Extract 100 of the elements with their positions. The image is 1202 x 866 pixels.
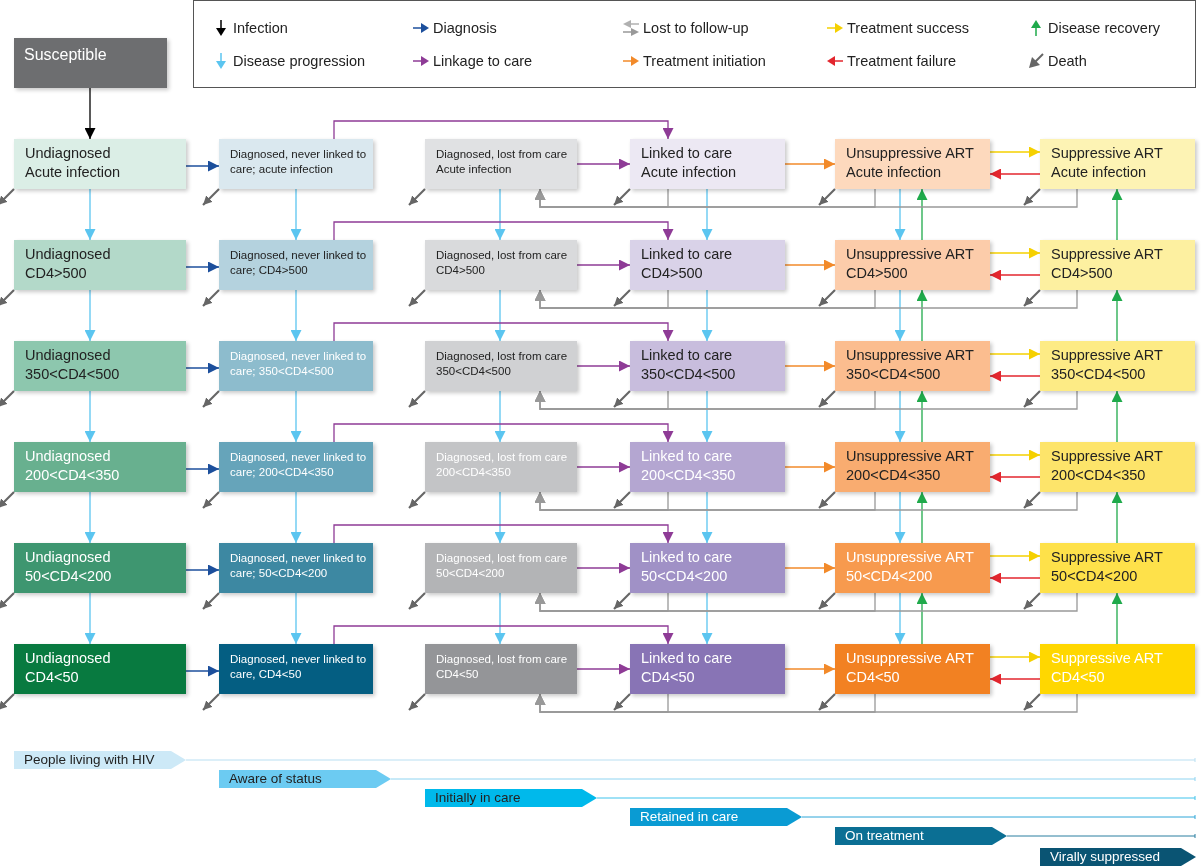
state-box [425, 644, 577, 694]
cascade-band [14, 751, 186, 769]
arrow [84, 390, 96, 443]
arrow [784, 158, 836, 170]
state-label: Diagnosed, never linked to care; 350<CD4<500 [230, 349, 368, 379]
state-label: Undiagnosed 200<CD4<350 [25, 447, 121, 485]
arrow [84, 87, 96, 140]
arrow [408, 188, 426, 206]
arrow [784, 461, 836, 473]
arrow [534, 390, 1078, 410]
arrow [916, 289, 928, 342]
arrow [701, 390, 713, 443]
arrow [185, 362, 220, 374]
state-label: Suppressive ART 350<CD4<500 [1051, 346, 1164, 384]
arrow [185, 160, 220, 172]
state-label: Linked to care CD4<50 [641, 649, 734, 687]
state-label: Diagnosed, lost from care CD4<50 [436, 652, 569, 682]
state-box [219, 240, 373, 290]
arrow [894, 390, 906, 443]
state-box [1040, 543, 1195, 593]
state-box [835, 341, 990, 391]
arrow [534, 693, 1078, 713]
arrow [613, 289, 631, 307]
arrow [576, 562, 631, 574]
arrow [494, 592, 506, 645]
legend-label: Linkage to care [433, 53, 533, 69]
arrow [408, 592, 426, 610]
state-label: Unsuppressive ART 350<CD4<500 [846, 346, 975, 384]
arrow [185, 463, 220, 475]
state-box [835, 543, 990, 593]
arrow [894, 289, 906, 342]
cascade-band [835, 827, 1007, 845]
arrow [701, 289, 713, 342]
state-label: Diagnosed, lost from care 350<CD4<500 [436, 349, 569, 379]
arrow [333, 524, 674, 544]
arrow [0, 390, 15, 408]
arrow [784, 259, 836, 271]
arrow [1023, 491, 1041, 509]
state-box [14, 543, 186, 593]
state-box [1040, 644, 1195, 694]
state-box [14, 341, 186, 391]
arrow [84, 491, 96, 544]
arrow [494, 491, 506, 544]
arrow [333, 221, 674, 241]
cascade-band [219, 770, 391, 788]
arrow [1111, 390, 1123, 443]
state-box [835, 139, 990, 189]
arrow [989, 471, 1041, 483]
state-label: Undiagnosed Acute infection [25, 144, 122, 182]
arrow [576, 461, 631, 473]
state-label: Diagnosed, never linked to care; 50<CD4<200 [230, 551, 368, 581]
state-box [630, 240, 785, 290]
arrow [613, 491, 631, 509]
arrow [534, 188, 1078, 208]
state-box [425, 139, 577, 189]
arrow [701, 491, 713, 544]
state-label: Undiagnosed CD4>500 [25, 245, 112, 283]
arrow [576, 663, 631, 675]
state-label: Diagnosed, lost from care CD4>500 [436, 248, 569, 278]
band-label: On treatment [845, 828, 924, 843]
arrow [408, 289, 426, 307]
state-label: Unsuppressive ART Acute infection [846, 144, 975, 182]
arrow [1023, 390, 1041, 408]
state-box [835, 240, 990, 290]
state-box [219, 543, 373, 593]
state-box [14, 442, 186, 492]
state-label: Undiagnosed 350<CD4<500 [25, 346, 121, 384]
arrow [916, 390, 928, 443]
state-label: Diagnosed, lost from care 200<CD4<350 [436, 450, 569, 480]
state-box [835, 644, 990, 694]
arrow [701, 592, 713, 645]
arrow [494, 289, 506, 342]
state-box [630, 543, 785, 593]
state-label: Undiagnosed 50<CD4<200 [25, 548, 113, 586]
arrow [534, 491, 1078, 511]
arrow [333, 120, 674, 140]
arrow [916, 188, 928, 241]
state-box [425, 543, 577, 593]
arrow [818, 188, 836, 206]
arrow [576, 158, 631, 170]
state-label: Suppressive ART Acute infection [1051, 144, 1164, 182]
arrow [1023, 188, 1041, 206]
band-label: Initially in care [435, 790, 521, 805]
arrow [784, 663, 836, 675]
state-label: Unsuppressive ART 50<CD4<200 [846, 548, 975, 586]
legend-label: Diagnosis [433, 20, 497, 36]
state-box [1040, 240, 1195, 290]
arrow [202, 289, 220, 307]
arrow [989, 146, 1041, 158]
state-label: Diagnosed, never linked to care, CD4<50 [230, 652, 368, 682]
arrow [185, 261, 220, 273]
arrow [333, 625, 674, 645]
state-box [219, 644, 373, 694]
state-box [630, 341, 785, 391]
legend-label: Disease recovery [1048, 20, 1160, 36]
band-label: People living with HIV [24, 752, 155, 767]
arrow [84, 289, 96, 342]
legend-label: Death [1048, 53, 1087, 69]
state-box [14, 240, 186, 290]
arrow [494, 390, 506, 443]
